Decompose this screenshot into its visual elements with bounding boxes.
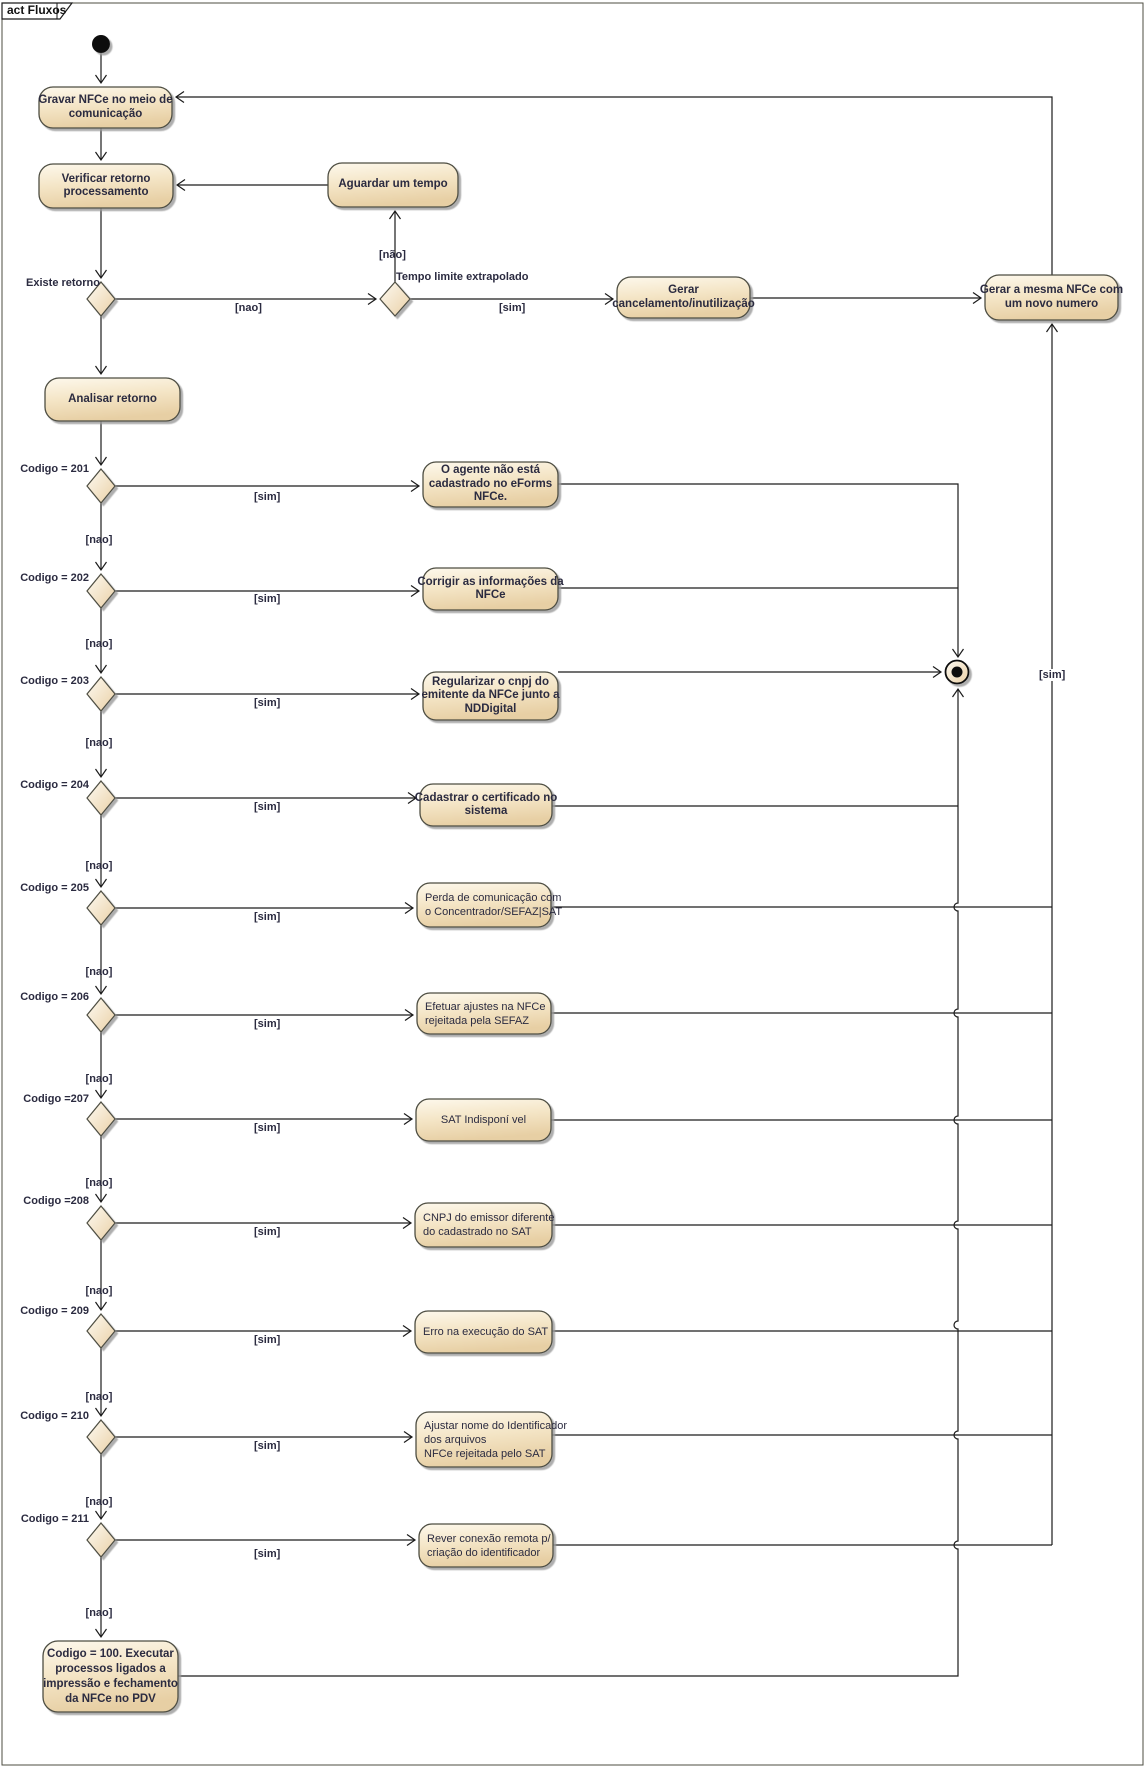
guard-sim-208: [sim] [254,1226,281,1238]
shape-layer [38,35,1119,1713]
decision-204 [86,780,116,816]
activity-210 [415,1411,553,1468]
guard-nao-208: [nao] [85,1285,113,1297]
label-codigo-211: Codigo = 211 [20,1513,89,1525]
activity-205-label: Perda de comunicação com o Concentrador/… [425,892,563,918]
diagram-tab-shape [1,2,74,20]
label-codigo-201: Codigo = 201 [20,463,89,475]
decision-209 [86,1313,116,1349]
guard-nao-tempo: [não] [379,249,406,261]
activity-gerar-cancelamento [616,276,751,319]
guard-nao-204: [nao] [85,860,113,872]
guard-sim-201: [sim] [254,491,281,503]
decision-201 [86,468,116,504]
activity-207 [415,1098,552,1142]
activity-verificar-retorno-label: Verificar retorno processamento [61,172,151,199]
label-codigo-208: Codigo =208 [23,1195,89,1207]
activity-analisar-retorno-label: Analisar retorno [68,392,157,405]
decision-211 [86,1522,116,1558]
activity-gerar-nova-nfce-label: Gerar a mesma NFCe com um novo numero [979,284,1124,310]
guard-sim-204: [sim] [254,801,281,813]
guard-sim-rail: [sim] [1038,669,1067,681]
activity-201-label: O agente não está cadastrado no eForms N… [428,464,553,504]
activity-codigo-100 [42,1640,179,1713]
activity-211 [418,1523,554,1568]
edge-nova-to-gravar-loop [174,91,1053,275]
decision-205 [86,890,116,926]
activity-203 [422,671,559,721]
decision-202 [86,573,116,609]
guard-nao-existe: [nao] [235,302,262,314]
activity-205 [416,882,552,928]
activity-204-label: Cadastrar o certificado no sistema [414,791,558,818]
activity-201 [422,461,559,508]
label-codigo-204: Codigo = 204 [20,779,89,791]
activity-209 [414,1310,553,1354]
activity-aguardar-tempo-label: Aguardar um tempo [338,178,448,191]
guard-sim-211: [sim] [254,1548,281,1560]
label-codigo-209: Codigo = 209 [20,1305,89,1317]
connector-layer [95,53,1058,1677]
label-codigo-206: Codigo = 206 [20,991,89,1003]
final-node-dot [951,666,963,678]
activity-208 [414,1202,553,1248]
guard-nao-211: [nao] [85,1607,113,1619]
label-codigo-207: Codigo =207 [23,1093,89,1105]
guard-sim-210: [sim] [254,1440,281,1452]
activity-203-label: Regularizar o cnpj do emitente da NFCe j… [421,675,560,715]
activity-208-label: CNPJ do emissor diferente do cadastrado … [423,1212,555,1238]
activity-206 [416,992,552,1035]
activity-210-label: Ajustar nome do Identificador dos arquiv… [424,1419,568,1460]
label-codigo-203: Codigo = 203 [20,675,89,687]
guard-sim-202: [sim] [254,593,281,605]
guard-nao-202: [nao] [85,638,113,650]
decision-207 [86,1101,116,1137]
decision-208 [86,1205,116,1241]
activity-gerar-cancelamento-label: Gerar cancelamento/inutilização [612,284,755,310]
activity-207-label: SAT Indisponí vel [440,1114,527,1126]
activity-gravar-nfce-label: Gravar NFCe no meio de comunicação [38,94,173,120]
activity-209-label: Erro na execução do SAT [423,1326,549,1338]
guard-sim-tempo: [sim] [499,302,526,314]
edge-codigo100-to-final [178,687,964,1677]
guard-sim-209: [sim] [254,1334,281,1346]
guard-nao-207: [nao] [85,1177,113,1189]
decision-210 [86,1419,116,1455]
activity-202-label: Corrigir as informações da NFCe [417,575,564,602]
activity-codigo-100-label: Codigo = 100. Executar processos ligados… [43,1647,178,1705]
label-codigo-205: Codigo = 205 [20,882,89,894]
guard-sim-203: [sim] [254,697,281,709]
decision-203 [86,676,116,712]
guard-nao-201: [nao] [85,534,113,546]
guard-existe-retorno: Existe retorno [26,277,100,289]
decision-tempo-limite [379,281,411,317]
guard-nao-205: [nao] [85,966,113,978]
decision-existe-retorno [86,281,116,317]
activity-204 [419,783,553,827]
activity-aguardar-tempo [327,162,459,208]
activity-gravar-nfce [38,86,173,129]
activity-202 [422,567,559,611]
diagram-tab-title: act Fluxos [7,3,67,17]
edge-201-to-final [558,483,964,659]
activity-verificar-retorno [38,163,174,209]
label-codigo-210: Codigo = 210 [20,1410,89,1422]
initial-node [92,35,110,53]
guard-sim-207: [sim] [254,1122,281,1134]
guard-nao-209: [nao] [85,1391,113,1403]
activity-211-label: Rever conexão remota p/ criação do ident… [427,1532,551,1559]
guard-nao-206: [nao] [85,1073,113,1085]
label-codigo-202: Codigo = 202 [20,572,89,584]
decision-206 [86,997,116,1033]
guard-tempo-limite: Tempo limite extrapolado [396,271,529,283]
activity-206-label: Efetuar ajustes na NFCe rejeitada pela S… [425,1000,546,1027]
activity-analisar-retorno [44,377,181,422]
guard-nao-210: [nao] [85,1496,113,1508]
activity-gerar-nova-nfce [984,274,1119,321]
guard-nao-203: [nao] [85,737,113,749]
guard-sim-206: [sim] [254,1018,281,1030]
guard-sim-205: [sim] [254,911,281,923]
